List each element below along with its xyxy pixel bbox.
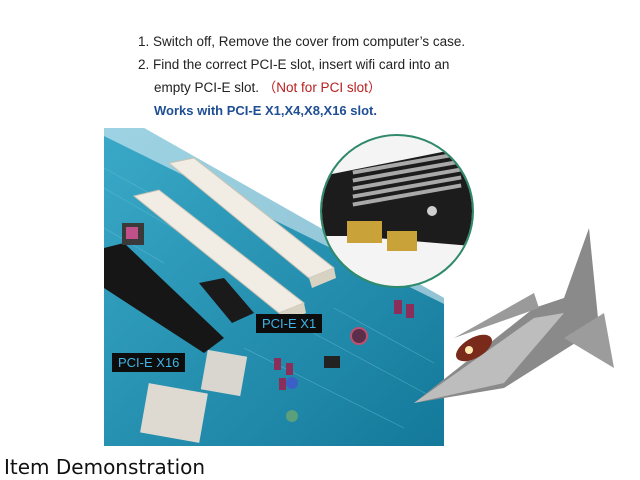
pcie-x16-label: PCI-E X16 [112, 353, 186, 372]
pcie-x1-label: PCI-E X1 [256, 314, 323, 333]
step-2-text: empty PCI-E slot. [154, 80, 260, 95]
fighter-jet-image [414, 228, 614, 403]
step-2-line-2: empty PCI-E slot. （Not for PCI slot） [138, 76, 478, 99]
compatibility-note: Works with PCI-E X1,X4,X8,X16 slot. [154, 103, 377, 118]
item-demonstration-caption: Item Demonstration [4, 455, 206, 479]
pci-warning: （Not for PCI slot） [262, 80, 382, 95]
installation-illustration: PCI-E X1 PCI-E X16 [104, 128, 624, 446]
installation-instructions: 1. Switch off, Remove the cover from com… [138, 30, 478, 122]
step-1: 1. Switch off, Remove the cover from com… [138, 34, 466, 49]
card-closeup-inset [320, 134, 474, 288]
step-2-line-1: 2. Find the correct PCI-E slot, insert w… [138, 57, 450, 72]
